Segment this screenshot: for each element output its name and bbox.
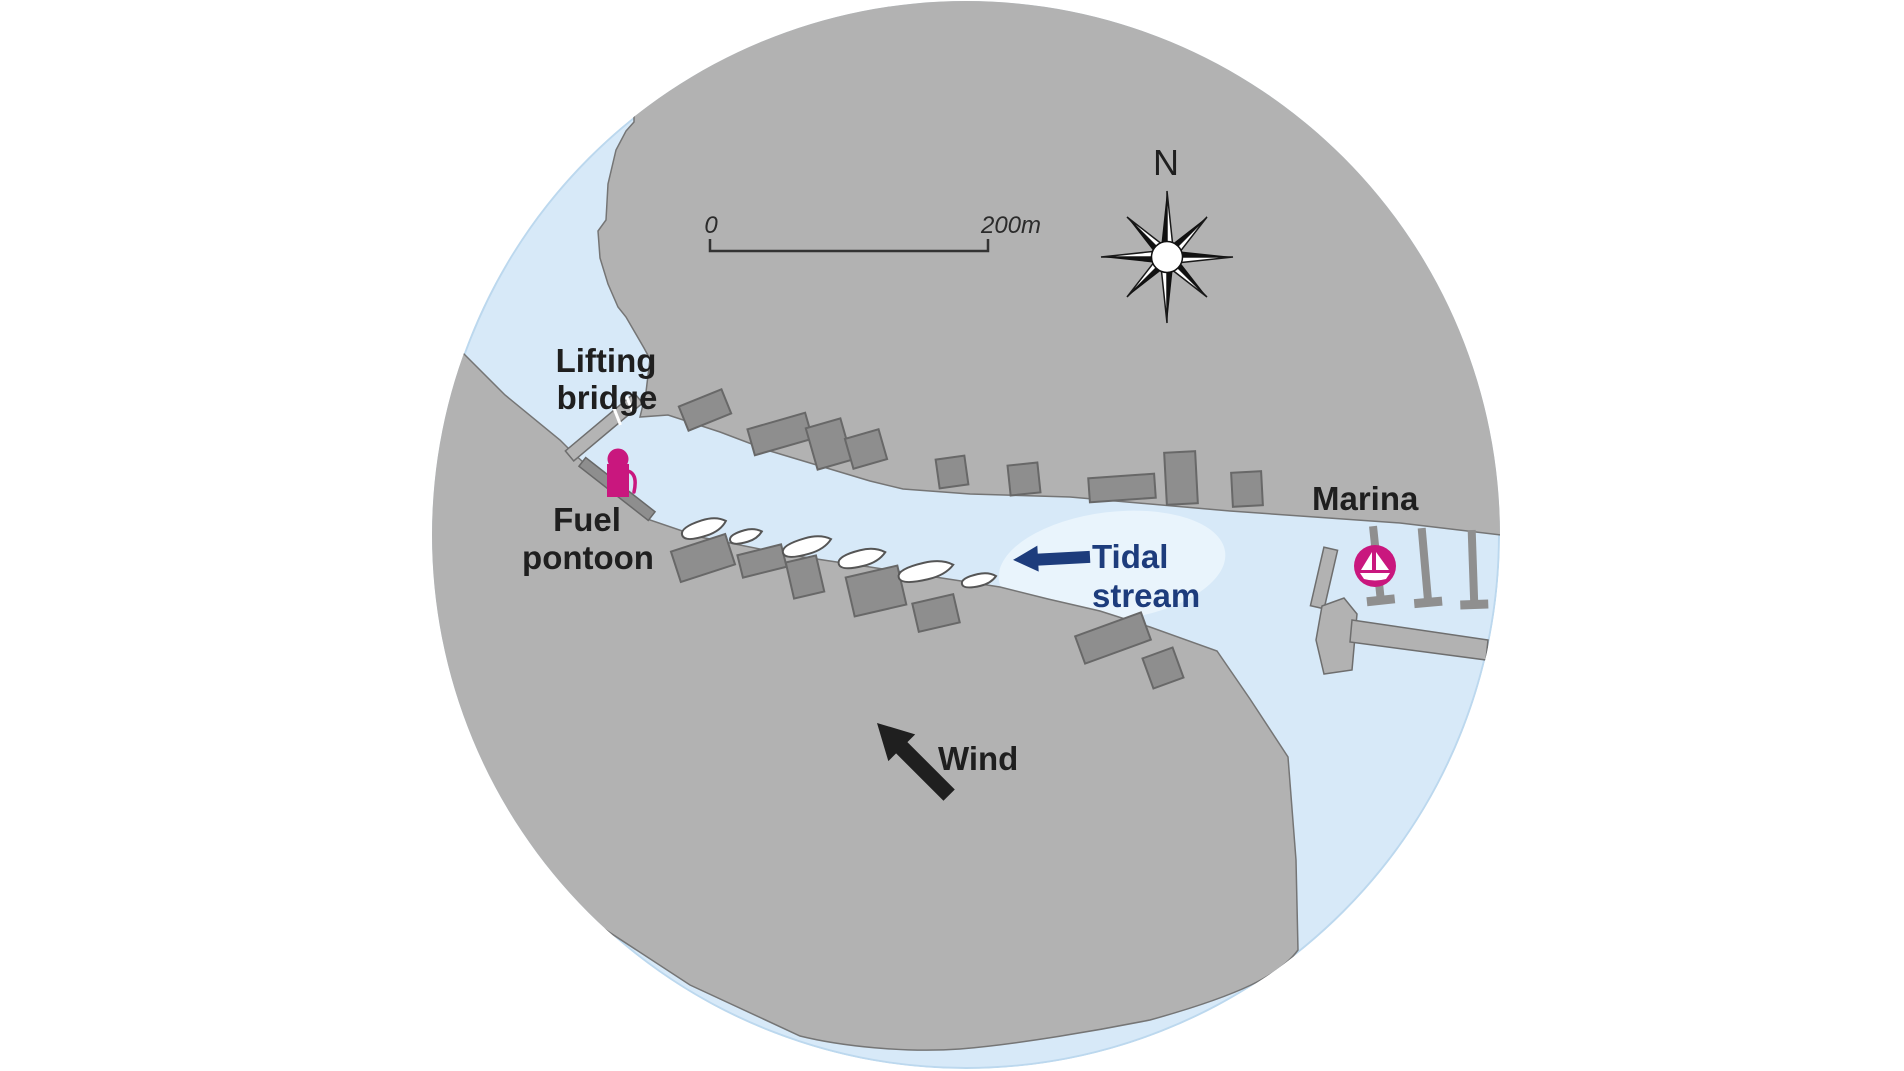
buildings-north (677, 388, 1264, 508)
moored-boats (680, 517, 998, 589)
marina-sailboat-icon (1354, 545, 1396, 587)
fuel-pump-icon (607, 448, 637, 497)
building (1141, 646, 1185, 690)
tidal-stream-halo (998, 510, 1226, 622)
lifting-bridge-label-line1: Lifting (556, 342, 657, 379)
wind-label: Wind (938, 740, 1018, 777)
fuel-pontoon-label-line1: Fuel (553, 501, 621, 538)
building (746, 411, 814, 457)
land-southwest (432, 328, 1299, 1051)
buildings-south (669, 532, 1185, 690)
marina-pontoon (1460, 529, 1489, 610)
building (784, 554, 826, 600)
building (1230, 470, 1264, 508)
building (1163, 450, 1199, 506)
tidal-stream-label-line2: stream (1092, 577, 1200, 614)
wind-arrow (877, 723, 955, 801)
scale-bar (708, 239, 990, 253)
moored-boat (680, 517, 728, 541)
building (669, 532, 737, 584)
scale-end-label: 200m (980, 212, 1041, 239)
marina-label: Marina (1312, 480, 1419, 517)
building (934, 454, 970, 490)
moored-boat (781, 535, 833, 558)
building (1087, 472, 1157, 504)
north-compass-rose (1100, 190, 1234, 324)
moored-boat (960, 572, 998, 589)
marina-pontoon (1413, 527, 1443, 609)
tidal-stream-arrow (1013, 545, 1091, 572)
moored-boat (837, 547, 887, 570)
north-label: N (1153, 142, 1179, 183)
tidal-stream-label-line1: Tidal (1092, 538, 1168, 575)
moored-boat (897, 560, 955, 583)
building (844, 564, 908, 618)
building (1006, 461, 1042, 497)
moored-boat (729, 528, 764, 545)
building (911, 592, 961, 634)
marina-jetty (1309, 546, 1489, 675)
building (843, 428, 889, 470)
scale-start-label: 0 (704, 212, 718, 239)
lifting-bridge-span (564, 392, 644, 462)
building (677, 388, 733, 432)
building (1073, 611, 1153, 665)
lifting-bridge-label-line2: bridge (557, 379, 658, 416)
fuel-pontoon-label-line2: pontoon (522, 539, 654, 576)
